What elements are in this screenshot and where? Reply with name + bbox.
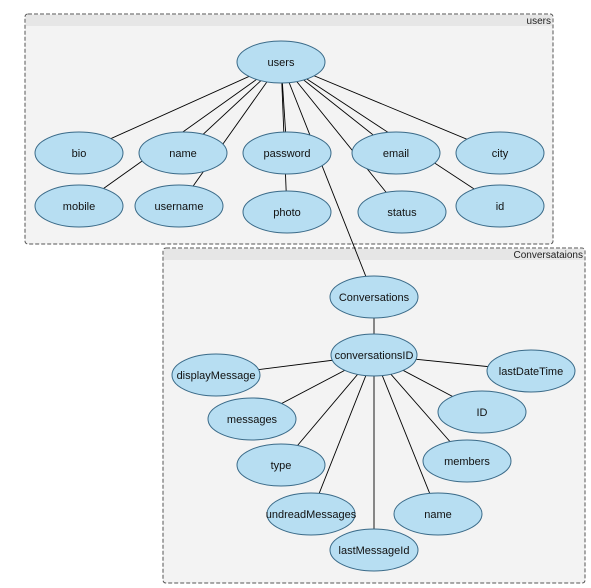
node-bio[interactable]: bio <box>34 131 124 175</box>
node-ellipse <box>34 184 124 228</box>
node-label: name <box>424 509 452 521</box>
node-conversationsID[interactable]: conversationsID <box>330 333 418 377</box>
node-ellipse <box>351 131 441 175</box>
node-status[interactable]: status <box>357 190 447 234</box>
node-lastDateTime[interactable]: lastDateTime <box>486 349 576 393</box>
node-ellipse <box>207 397 297 441</box>
node-ellipse <box>171 353 261 397</box>
edge-users-city <box>280 61 501 154</box>
node-displayMessage[interactable]: displayMessage <box>171 353 261 397</box>
node-ellipse <box>357 190 447 234</box>
edge-users-username <box>178 61 282 207</box>
node-ellipse <box>242 190 332 234</box>
node-label: lastDateTime <box>499 366 563 378</box>
node-lastMessageId[interactable]: lastMessageId <box>329 528 419 572</box>
node-email[interactable]: email <box>351 131 441 175</box>
node-name[interactable]: name <box>138 131 228 175</box>
edge-users-conversations <box>280 61 375 298</box>
node-id[interactable]: id <box>455 184 545 228</box>
node-ellipse <box>329 528 419 572</box>
node-conv_name[interactable]: name <box>393 492 483 536</box>
node-users[interactable]: users <box>236 40 326 84</box>
node-label: undreadMessages <box>266 509 357 521</box>
node-photo[interactable]: photo <box>242 190 332 234</box>
nodes-layer: users bio name password email city mobile usern… <box>34 40 576 572</box>
edge-conversationsID-undreadMessages <box>310 354 375 515</box>
node-label: city <box>492 148 509 160</box>
node-ID[interactable]: ID <box>437 390 527 434</box>
group-users: users <box>24 13 554 245</box>
node-label: mobile <box>63 201 95 213</box>
edge-conversationsID-conv_name <box>373 354 439 515</box>
node-city[interactable]: city <box>455 131 545 175</box>
node-ellipse <box>138 131 228 175</box>
node-ellipse <box>34 131 124 175</box>
node-label: username <box>155 201 204 213</box>
node-ellipse <box>486 349 576 393</box>
node-label: password <box>263 148 310 160</box>
edge-users-bio <box>78 61 282 154</box>
node-label: ID <box>477 407 488 419</box>
node-ellipse <box>266 492 356 536</box>
node-mobile[interactable]: mobile <box>34 184 124 228</box>
node-ellipse <box>242 131 332 175</box>
node-label: members <box>444 456 490 468</box>
node-label: conversationsID <box>335 350 414 362</box>
node-label: users <box>268 57 295 69</box>
node-undreadMessages[interactable]: undreadMessages <box>266 492 357 536</box>
node-label: photo <box>273 207 301 219</box>
node-ellipse <box>422 439 512 483</box>
node-conversations[interactable]: Conversations <box>329 275 419 319</box>
node-label: name <box>169 148 197 160</box>
node-ellipse <box>134 184 224 228</box>
group-label: users <box>527 16 551 27</box>
node-ellipse <box>393 492 483 536</box>
node-ellipse <box>455 184 545 228</box>
node-ellipse <box>437 390 527 434</box>
node-messages[interactable]: messages <box>207 397 297 441</box>
node-label: messages <box>227 414 278 426</box>
node-ellipse <box>236 40 326 84</box>
node-ellipse <box>329 275 419 319</box>
node-ellipse <box>455 131 545 175</box>
node-username[interactable]: username <box>134 184 224 228</box>
node-label: email <box>383 148 409 160</box>
group-box-users <box>24 13 554 245</box>
node-label: type <box>271 460 292 472</box>
node-label: displayMessage <box>177 370 256 382</box>
group-label: Conversataions <box>514 250 583 261</box>
node-label: id <box>496 201 505 213</box>
edge-users-status <box>280 61 403 213</box>
node-label: Conversations <box>339 292 410 304</box>
node-label: status <box>387 207 417 219</box>
group-header-users <box>26 15 552 26</box>
node-ellipse <box>236 443 326 487</box>
node-members[interactable]: members <box>422 439 512 483</box>
node-type[interactable]: type <box>236 443 326 487</box>
node-label: bio <box>72 148 87 160</box>
node-password[interactable]: password <box>242 131 332 175</box>
node-label: lastMessageId <box>339 545 410 557</box>
node-ellipse <box>330 333 418 377</box>
group-header-conversations <box>164 249 584 260</box>
